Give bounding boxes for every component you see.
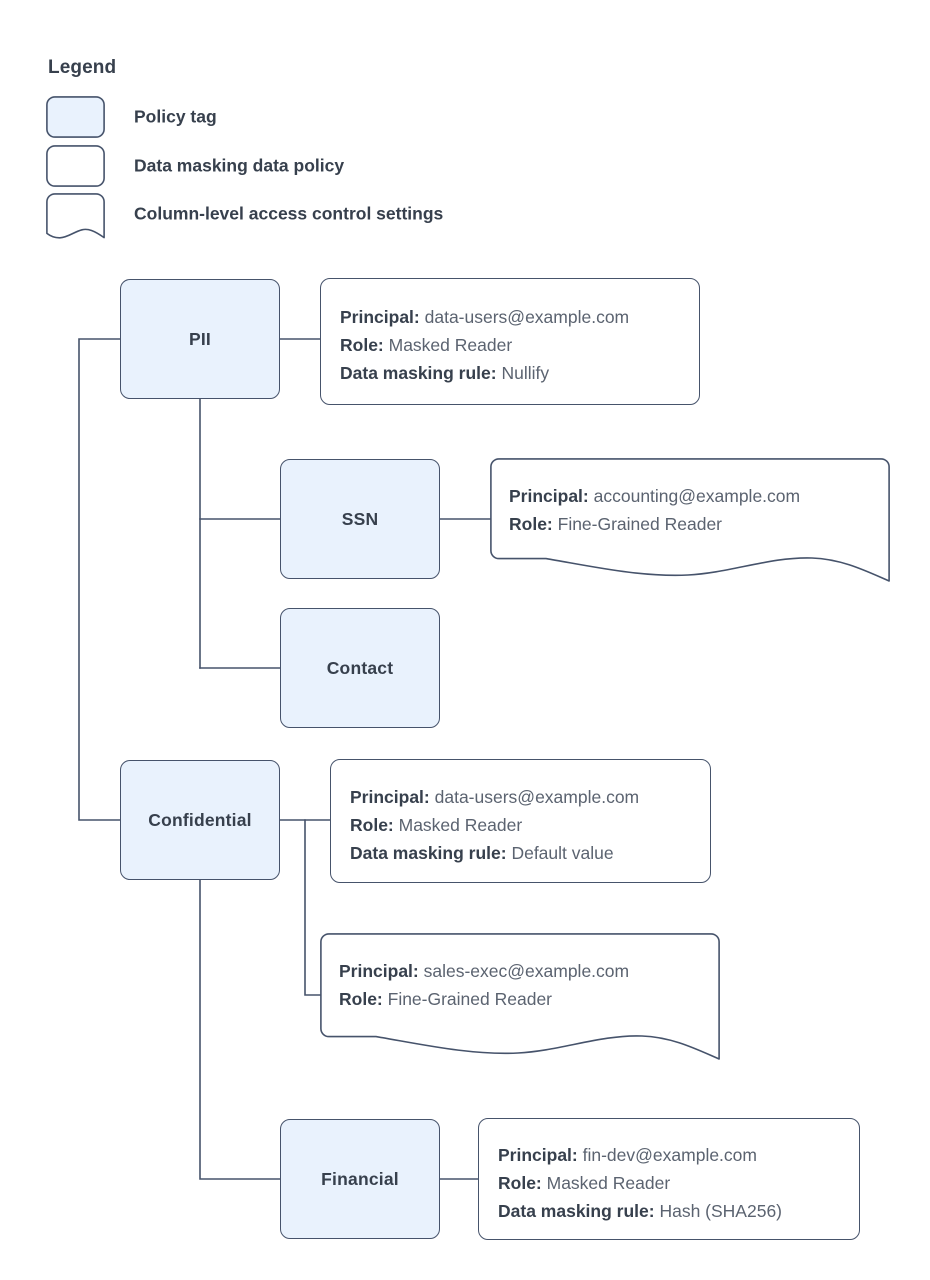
- policy-tag-node-financial[interactable]: Financial: [280, 1119, 440, 1239]
- policy-tag-node-contact[interactable]: Contact: [280, 608, 440, 728]
- legend-label-data-masking-policy: Data masking data policy: [134, 155, 345, 176]
- policy-tag-label-contact: Contact: [326, 657, 394, 678]
- value-principal: data-users@example.com: [434, 787, 640, 807]
- value-role: Fine-Grained Reader: [387, 989, 553, 1009]
- label-principal: Principal:: [339, 961, 419, 981]
- label-masking-rule: Data masking rule:: [340, 363, 497, 383]
- detail-row-masking-rule: Data masking rule: Hash (SHA256): [498, 1197, 782, 1225]
- column-access-settings-ssn[interactable]: Principal: accounting@example.com Role: …: [490, 458, 890, 583]
- label-principal: Principal:: [340, 307, 420, 327]
- value-role: Masked Reader: [546, 1173, 671, 1193]
- detail-row-principal: Principal: data-users@example.com: [340, 303, 629, 331]
- wavy-callout-shape: [490, 458, 890, 582]
- value-role: Fine-Grained Reader: [557, 514, 723, 534]
- detail-row-principal: Principal: data-users@example.com: [350, 783, 639, 811]
- value-role: Masked Reader: [388, 335, 513, 355]
- legend-swatch-column-access-settings: [46, 193, 105, 239]
- wavy-callout-shape: [320, 933, 720, 1060]
- data-masking-policy-pii[interactable]: Principal: data-users@example.com Role: …: [320, 278, 700, 405]
- label-principal: Principal:: [350, 787, 430, 807]
- detail-row-principal: Principal: sales-exec@example.com: [339, 957, 629, 985]
- data-masking-policy-confidential[interactable]: Principal: data-users@example.com Role: …: [330, 759, 711, 883]
- label-role: Role:: [498, 1173, 542, 1193]
- data-masking-policy-financial[interactable]: Principal: fin-dev@example.com Role: Mas…: [478, 1118, 860, 1240]
- label-role: Role:: [509, 514, 553, 534]
- column-access-settings-confidential[interactable]: Principal: sales-exec@example.com Role: …: [320, 933, 720, 1061]
- value-principal: sales-exec@example.com: [423, 961, 630, 981]
- policy-tag-node-ssn[interactable]: SSN: [280, 459, 440, 579]
- policy-tag-label-pii: PII: [189, 328, 211, 349]
- legend-label-column-access-settings: Column-level access control settings: [134, 203, 444, 224]
- label-principal: Principal:: [498, 1145, 578, 1165]
- value-principal: data-users@example.com: [424, 307, 630, 327]
- legend-title: Legend: [48, 57, 117, 78]
- detail-row-role: Role: Fine-Grained Reader: [339, 985, 629, 1013]
- value-masking-rule: Nullify: [501, 363, 550, 383]
- value-masking-rule: Hash (SHA256): [659, 1201, 783, 1221]
- value-principal: accounting@example.com: [593, 486, 801, 506]
- legend-label-policy-tag: Policy tag: [134, 106, 217, 127]
- legend-swatch-policy-tag: [46, 96, 105, 138]
- label-role: Role:: [339, 989, 383, 1009]
- policy-tag-label-ssn: SSN: [341, 508, 379, 529]
- label-principal: Principal:: [509, 486, 589, 506]
- value-principal: fin-dev@example.com: [582, 1145, 757, 1165]
- label-role: Role:: [350, 815, 394, 835]
- detail-row-principal: Principal: accounting@example.com: [509, 482, 800, 510]
- label-masking-rule: Data masking rule:: [498, 1201, 655, 1221]
- label-role: Role:: [340, 335, 384, 355]
- legend-swatch-data-masking-policy: [46, 145, 105, 187]
- label-masking-rule: Data masking rule:: [350, 843, 507, 863]
- policy-tag-label-financial: Financial: [321, 1168, 399, 1189]
- detail-row-principal: Principal: fin-dev@example.com: [498, 1141, 782, 1169]
- detail-row-role: Role: Masked Reader: [340, 331, 629, 359]
- policy-tag-label-confidential: Confidential: [148, 809, 252, 830]
- detail-row-role: Role: Masked Reader: [498, 1169, 782, 1197]
- value-masking-rule: Default value: [511, 843, 614, 863]
- policy-tag-node-confidential[interactable]: Confidential: [120, 760, 280, 880]
- detail-row-role: Role: Masked Reader: [350, 811, 639, 839]
- detail-row-role: Role: Fine-Grained Reader: [509, 510, 800, 538]
- detail-row-masking-rule: Data masking rule: Nullify: [340, 359, 629, 387]
- policy-tag-node-pii[interactable]: PII: [120, 279, 280, 399]
- detail-row-masking-rule: Data masking rule: Default value: [350, 839, 639, 867]
- value-role: Masked Reader: [398, 815, 523, 835]
